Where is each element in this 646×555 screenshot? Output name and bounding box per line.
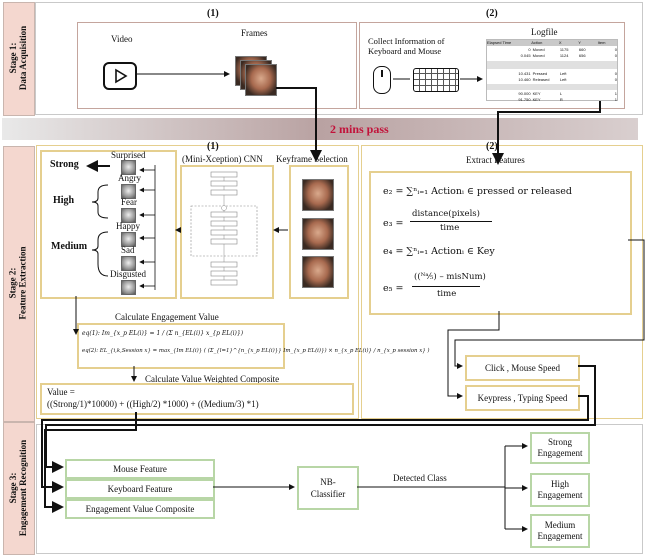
equation-e3-num: distance(pixels) bbox=[412, 209, 480, 219]
click-speed-box: Click , Mouse Speed bbox=[465, 355, 580, 381]
keypress-speed-box: Keypress , Typing Speed bbox=[465, 385, 580, 411]
keyframe-image-2 bbox=[302, 218, 334, 250]
strong-engagement-label: Strong Engagement bbox=[537, 437, 583, 458]
mouse-icon bbox=[373, 66, 391, 94]
keypress-to-keyboard-feature-arrow bbox=[41, 395, 589, 493]
click-to-mouse-feature-arrow bbox=[45, 365, 596, 473]
features-to-keypress-line bbox=[447, 311, 500, 399]
detected-class-label: Detected Class bbox=[393, 473, 447, 483]
emotion-angry: Angry bbox=[118, 173, 141, 183]
video-label: Video bbox=[111, 34, 133, 44]
high-brace bbox=[91, 184, 109, 219]
engagement-composite-label: Engagement Value Composite bbox=[85, 504, 195, 514]
emotion-happy: Happy bbox=[116, 221, 140, 231]
medium-engagement-box: Medium Engagement bbox=[530, 514, 590, 548]
equation-e3-den: time bbox=[440, 223, 460, 233]
classifier-label: NB- Classifier bbox=[310, 477, 346, 499]
strong-engagement-box: Strong Engagement bbox=[530, 432, 590, 464]
equation-e5-num: ((ᴺᵃ⁄₅) – misNum) bbox=[414, 272, 486, 282]
frame-image-3 bbox=[245, 64, 277, 96]
features-to-click-line bbox=[454, 239, 645, 369]
emotion-surprised: Surprised bbox=[111, 150, 146, 160]
emotion-face-sad bbox=[121, 256, 136, 271]
medium-engagement-label: Medium Engagement bbox=[537, 520, 583, 541]
stage2-band bbox=[3, 146, 35, 422]
mouse-feature-label: Mouse Feature bbox=[113, 464, 167, 474]
emotion-panel bbox=[40, 150, 177, 299]
keyboard-icon bbox=[413, 68, 459, 92]
emotion-face-disgusted bbox=[121, 280, 136, 295]
time-pass-band bbox=[2, 118, 638, 140]
level-high: High bbox=[53, 195, 75, 206]
stage1-num1: (1) bbox=[207, 8, 219, 19]
weighted-value-box bbox=[40, 383, 354, 415]
logfile-label: Logfile bbox=[531, 27, 558, 37]
equation-e4: e₄ = ∑ⁿᵢ₌₁ Actionᵢ ∈ Key bbox=[383, 246, 495, 257]
stage2-num1: (1) bbox=[207, 141, 219, 152]
engagement-composite-box: Engagement Value Composite bbox=[65, 499, 215, 519]
medium-brace bbox=[91, 231, 109, 277]
emotion-fear: Fear bbox=[121, 197, 137, 207]
equation-1: eq(1): Im_{x_p EL(i)} = 1 / (Σ n_{EL(i)}… bbox=[82, 330, 244, 337]
emotion-face-fear bbox=[121, 208, 136, 223]
equation-2: eq(2): EL_{i,k,Session x} = max_{Im EL(i… bbox=[82, 348, 430, 354]
stage2-num2: (2) bbox=[486, 141, 498, 152]
emotion-face-angry bbox=[121, 184, 136, 199]
equation-e5-lhs: e₅ = bbox=[383, 283, 404, 294]
value-line-1: Value = bbox=[47, 387, 75, 397]
e3-fraction-bar bbox=[410, 221, 492, 222]
calc-weighted-label: Calculate Value Weighted Composite bbox=[145, 374, 280, 384]
stage1-num2: (2) bbox=[486, 8, 498, 19]
classifier-box: NB- Classifier bbox=[297, 466, 359, 510]
level-strong: Strong bbox=[50, 159, 79, 170]
weighted-to-stage3-arrow bbox=[44, 412, 137, 513]
equation-e5-den: time bbox=[437, 289, 457, 299]
mouse-feature-box: Mouse Feature bbox=[65, 459, 215, 479]
feature-equation-box bbox=[369, 171, 632, 315]
calc-engagement-label: Calculate Engagement Value bbox=[115, 312, 219, 322]
video-panel bbox=[77, 22, 357, 109]
cnn-label: (Mini-Xception) CNN bbox=[182, 154, 263, 164]
keyframe-image-3 bbox=[302, 256, 334, 288]
engagement-equation-box bbox=[77, 323, 285, 369]
keyboard-feature-label: Keyboard Feature bbox=[107, 484, 173, 494]
logfile-header-row: Elapsed Time Action X Y Item bbox=[487, 40, 617, 46]
level-medium: Medium bbox=[51, 241, 88, 252]
frames-to-stage2-arrow bbox=[276, 87, 322, 162]
keypress-speed-label: Keypress , Typing Speed bbox=[477, 393, 568, 403]
high-engagement-label: High Engagement bbox=[537, 479, 583, 500]
keyframe-image-1 bbox=[302, 179, 334, 211]
time-pass-label: 2 mins pass bbox=[330, 122, 389, 136]
cnn-architecture-diagram bbox=[185, 168, 265, 292]
video-icon bbox=[103, 62, 137, 90]
emotion-sad: Sad bbox=[121, 245, 135, 255]
keyboard-feature-box: Keyboard Feature bbox=[65, 479, 215, 499]
e5-fraction-bar bbox=[412, 286, 480, 287]
emotion-disgusted: Disgusted bbox=[110, 269, 146, 279]
frames-label: Frames bbox=[241, 28, 268, 38]
logfile-to-stage2-arrow bbox=[492, 101, 601, 165]
high-engagement-box: High Engagement bbox=[530, 473, 590, 507]
stage1-band bbox=[3, 2, 35, 116]
collect-label-2: Keyboard and Mouse bbox=[368, 46, 442, 56]
emotion-face-happy bbox=[121, 232, 136, 247]
collect-label-1: Collect Information of bbox=[368, 36, 445, 46]
equation-e2: e₂ = ∑ⁿᵢ₌₁ Actionᵢ ∈ pressed or released bbox=[383, 186, 572, 197]
click-speed-label: Click , Mouse Speed bbox=[485, 363, 560, 373]
equation-e3-lhs: e₃ = bbox=[383, 218, 404, 229]
value-line-2: ((Strong/1)*10000) + ((High/2) *1000) + … bbox=[47, 399, 259, 409]
emotion-face-surprised bbox=[121, 160, 136, 175]
